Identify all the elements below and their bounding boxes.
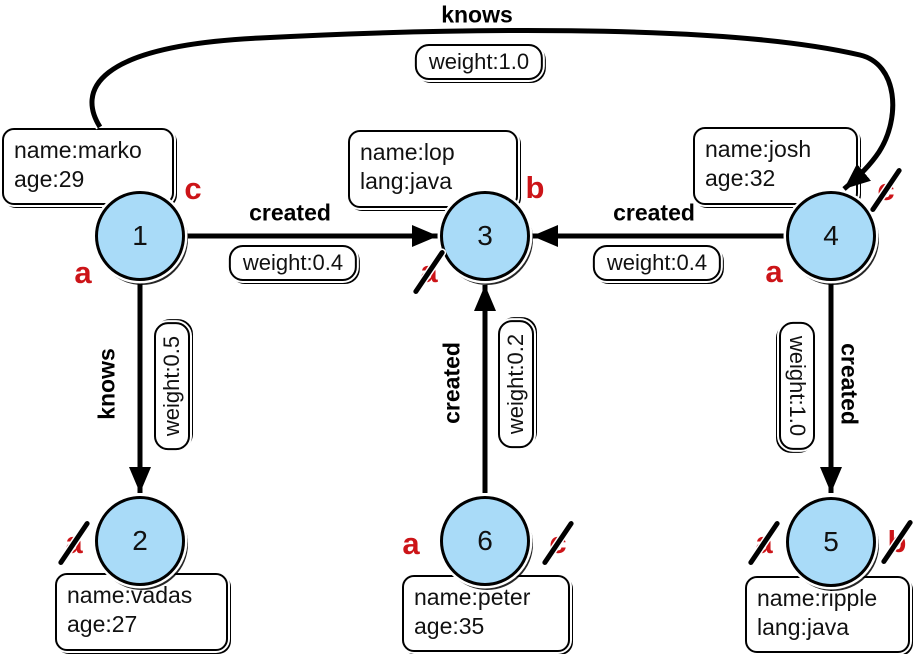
weight-box-knows-top: weight:1.0	[414, 44, 544, 80]
vertex-id: 3	[477, 220, 493, 251]
weight-box-created-6-3: weight:0.2	[498, 319, 534, 449]
step-marker-letter: a	[765, 254, 783, 289]
vertex-2: 2	[95, 496, 185, 586]
vertex-id: 2	[132, 525, 148, 556]
prop-line: lang:java	[757, 614, 850, 641]
vertex-6: 6	[440, 496, 530, 586]
prop-line: age:29	[14, 166, 85, 193]
prop-line: name:peter	[414, 584, 531, 610]
prop-line: age:35	[414, 613, 485, 640]
edge-label-created-4-5: created	[836, 343, 863, 425]
weight-box-created-1-3: weight:0.4	[228, 245, 358, 281]
step-marker-letter: c	[184, 171, 202, 206]
props-box-vertex-6: name:peter age:35	[402, 575, 570, 652]
vertex-id: 4	[823, 220, 839, 251]
vertex-id: 6	[477, 525, 493, 556]
step-marker-letter: a	[402, 526, 420, 561]
edge-label-knows-top: knows	[441, 1, 513, 28]
edge-label-created-4-3: created	[613, 199, 695, 226]
prop-line: name:ripple	[757, 585, 878, 611]
vertex-3: 3	[440, 191, 530, 281]
edge-label-created-6-3: created	[438, 342, 465, 424]
vertex-4: 4	[786, 191, 876, 281]
step-marker-letter: a	[74, 255, 92, 290]
prop-line: name:josh	[705, 136, 812, 162]
weight-box-knows-1-2: weight:0.5	[154, 321, 190, 451]
weight-box-created-4-3: weight:0.4	[592, 245, 722, 281]
props-box-vertex-2: name:vadas age:27	[55, 573, 228, 651]
edge-label-created-1-3: created	[249, 199, 331, 226]
prop-line: age:27	[67, 611, 138, 638]
step-marker-letter: b	[525, 170, 545, 205]
weight-box-created-4-5: weight:1.0	[779, 321, 815, 451]
vertex-5: 5	[786, 497, 876, 587]
prop-line: name:lop	[360, 139, 455, 165]
edge-label-knows-1-2: knows	[93, 348, 120, 420]
vertex-1: 1	[95, 191, 185, 281]
vertex-id: 1	[132, 220, 148, 251]
props-box-vertex-5: name:ripple lang:java	[745, 576, 910, 653]
vertex-id: 5	[823, 526, 839, 557]
prop-line: name:marko	[14, 137, 142, 163]
prop-line: age:32	[705, 165, 776, 192]
prop-line: name:vadas	[67, 582, 193, 608]
